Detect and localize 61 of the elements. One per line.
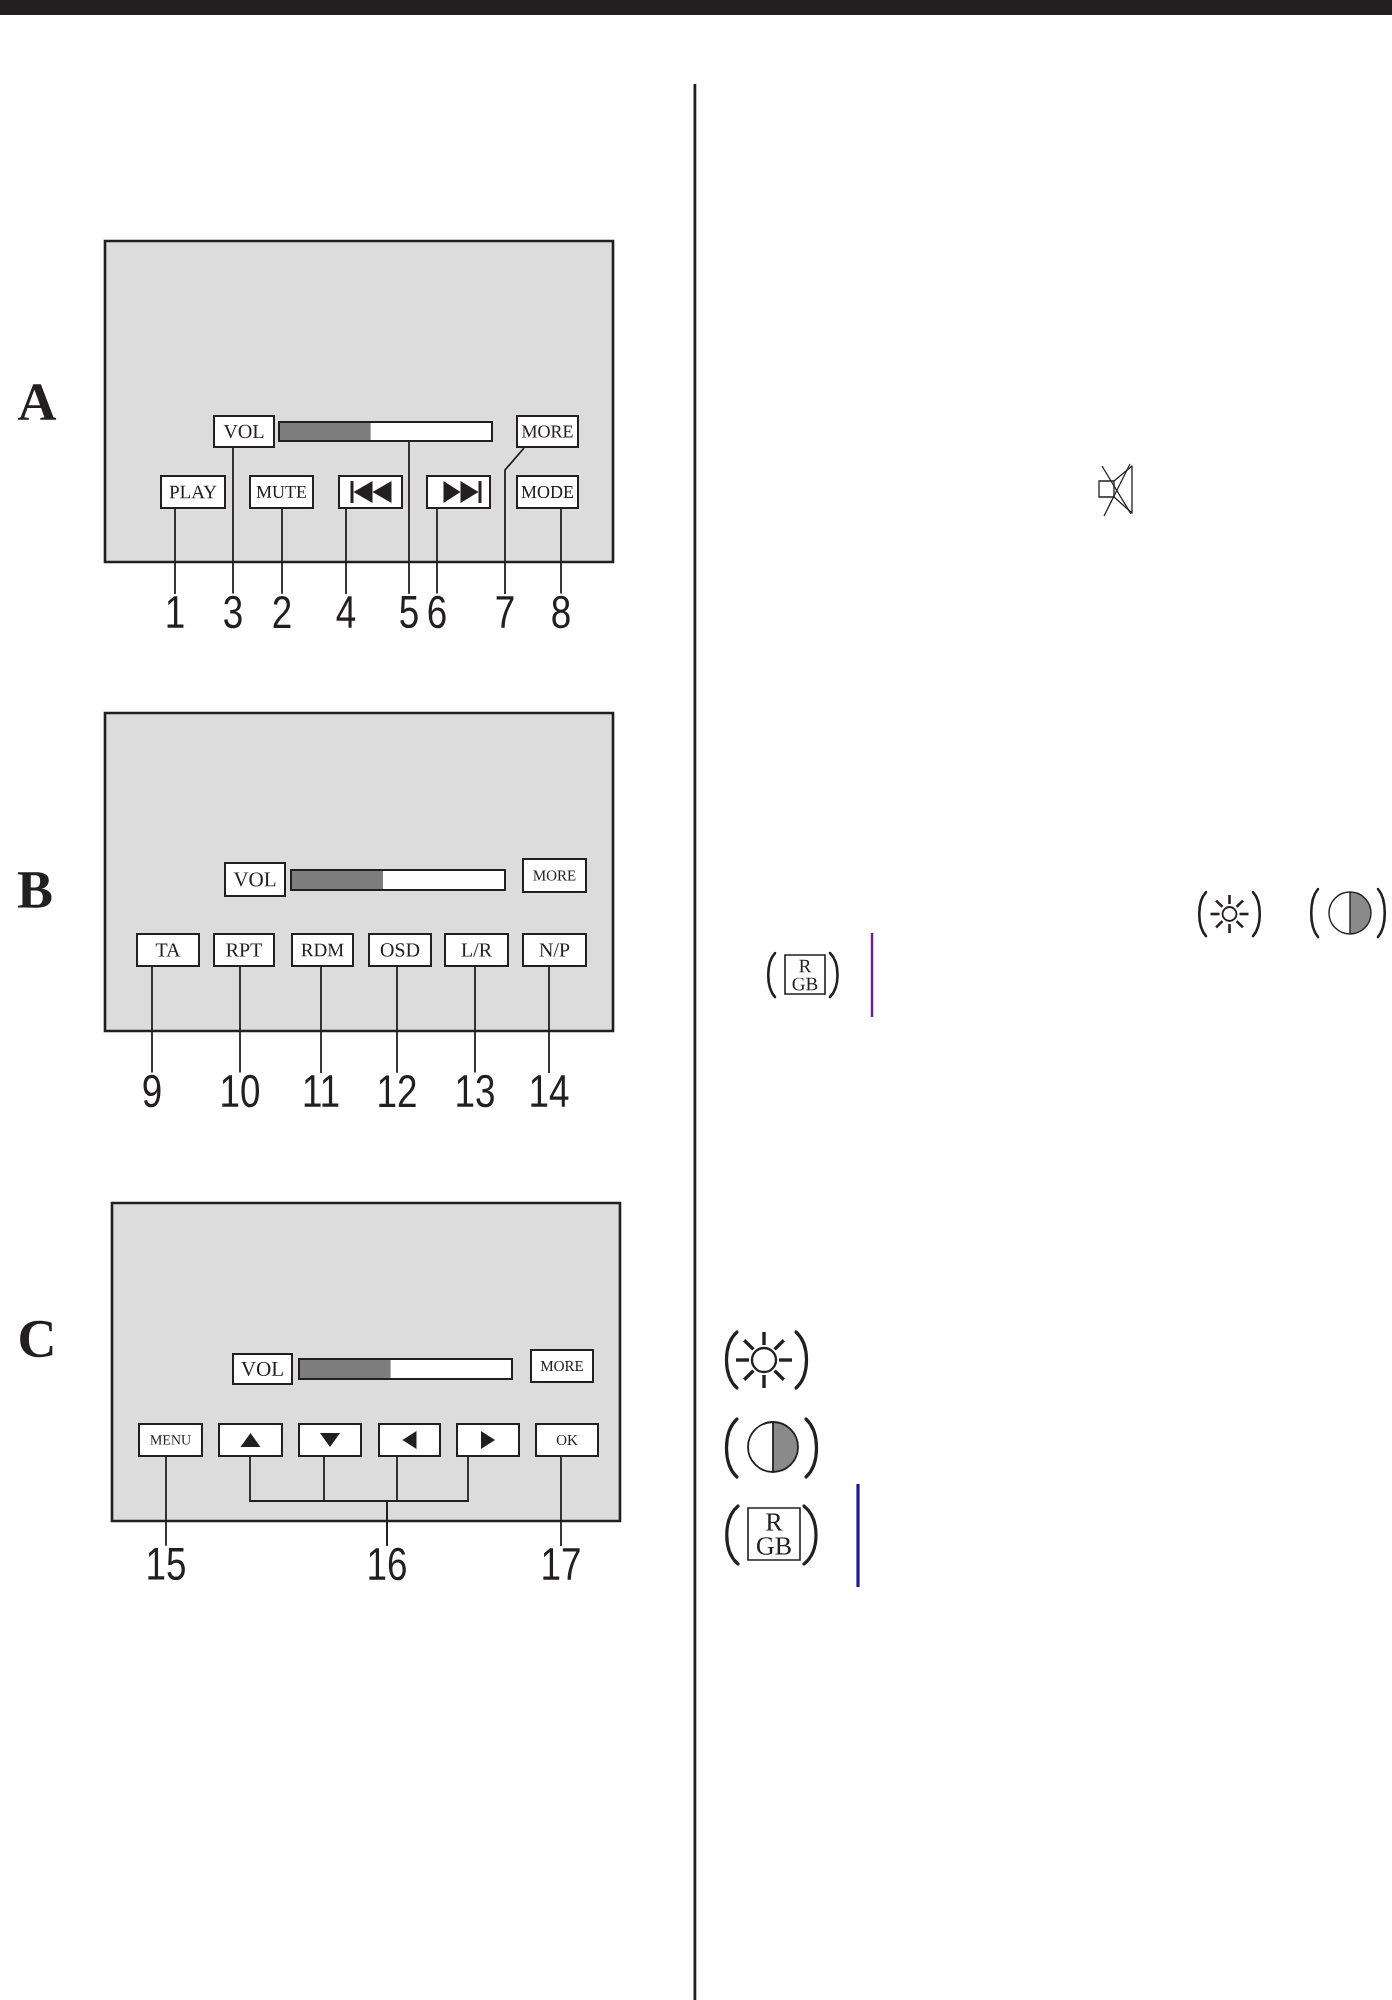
- button: MORE: [530, 1349, 594, 1383]
- panel-label: C: [20, 1320, 53, 1358]
- leader-line: [560, 1456, 562, 1547]
- leader-line: [386, 1456, 469, 1547]
- callout-number: 4: [336, 596, 356, 628]
- callout-number: 11: [304, 1075, 339, 1107]
- leader-line: [151, 966, 153, 1074]
- callout-number: 15: [148, 1547, 185, 1581]
- leader-line: [560, 508, 562, 595]
- volume-bar: [278, 421, 493, 442]
- button: VOL: [224, 862, 286, 897]
- button: MORE: [522, 858, 587, 893]
- callout-number: 12: [379, 1074, 416, 1108]
- leader-line: [345, 508, 347, 595]
- button: MENU: [138, 1423, 203, 1457]
- leader-line: [232, 447, 234, 595]
- button: [298, 1423, 362, 1457]
- callout-number: 13: [457, 1074, 494, 1108]
- button: OSD: [368, 933, 432, 967]
- button: VOL: [213, 415, 275, 448]
- callout-number: 7: [496, 596, 514, 628]
- button: [218, 1423, 283, 1457]
- button: N/P: [522, 933, 587, 967]
- button: [378, 1423, 441, 1457]
- callout-number: 9: [143, 1074, 161, 1108]
- callout-number: 14: [531, 1075, 569, 1107]
- button: TA: [136, 933, 200, 967]
- callout-number: 10: [222, 1074, 259, 1108]
- button: RPT: [213, 933, 275, 967]
- callout-number: 5: [400, 595, 418, 629]
- callout-number: 16: [369, 1547, 406, 1581]
- callout-number: 3: [224, 595, 242, 629]
- volume-bar: [290, 869, 506, 891]
- leader-line: [396, 966, 398, 1074]
- button: MORE: [516, 415, 579, 448]
- leader-line: [408, 441, 410, 595]
- button: [456, 1423, 520, 1457]
- button: VOL: [232, 1353, 293, 1385]
- button: MODE: [516, 475, 579, 509]
- callout-number: 17: [543, 1548, 580, 1580]
- button: OK: [535, 1423, 599, 1457]
- button: RDM: [291, 933, 354, 967]
- leader-line: [504, 447, 525, 595]
- leader-line: [320, 966, 322, 1074]
- callout-number: 8: [552, 595, 570, 629]
- leader-line: [548, 966, 550, 1074]
- panel-label: A: [18, 384, 57, 420]
- callout-number: 6: [428, 595, 446, 629]
- callout-number: 1: [167, 596, 184, 628]
- button: L/R: [444, 933, 509, 967]
- leader-line: [239, 966, 241, 1074]
- leader-line: [281, 508, 283, 595]
- leader-line: [436, 508, 438, 595]
- panel-label: B: [17, 872, 52, 908]
- leader-line: [174, 508, 176, 595]
- button: MUTE: [249, 475, 314, 509]
- leader-line: [474, 966, 476, 1074]
- button: PLAY: [160, 475, 226, 509]
- callout-number: 2: [273, 595, 291, 629]
- volume-bar: [298, 1358, 513, 1380]
- leader-line: [165, 1456, 167, 1547]
